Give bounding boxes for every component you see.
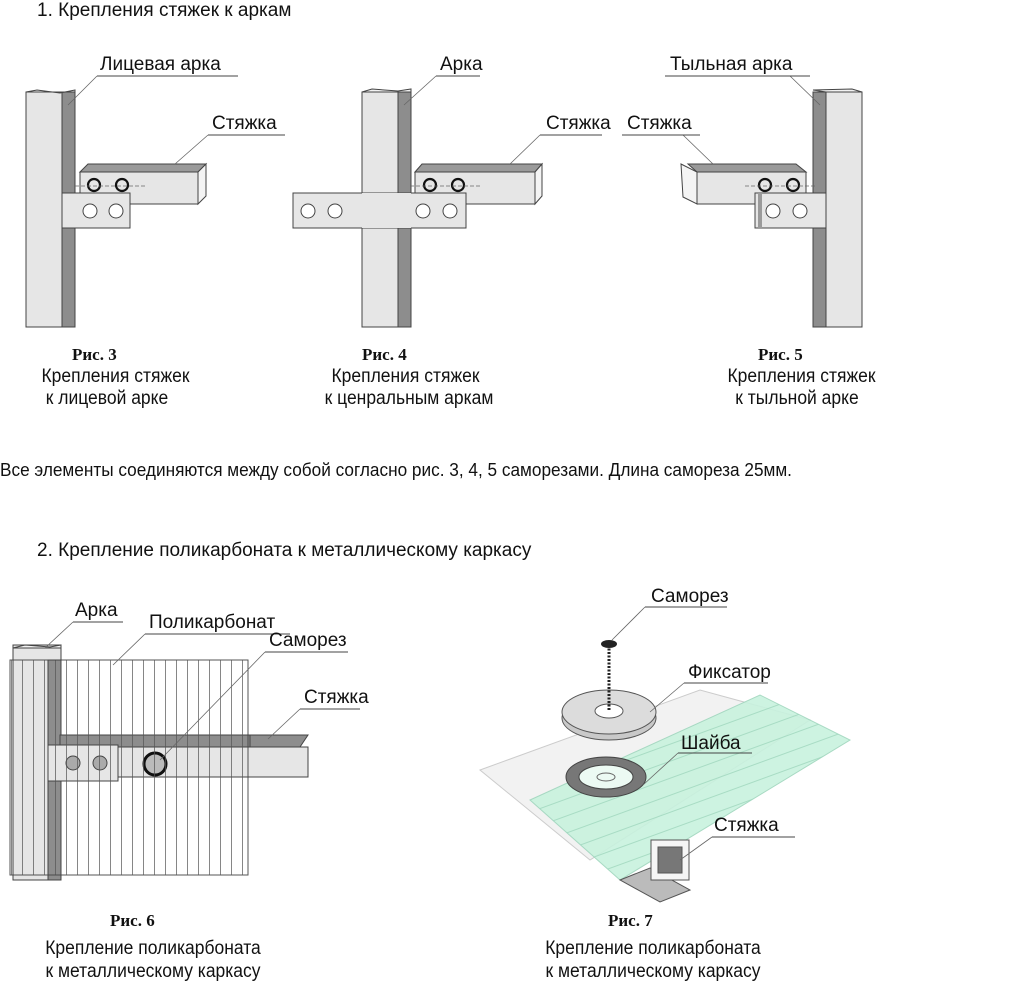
assembly-note: Все элементы соединяются между собой сог… [0,459,792,480]
label-tie-fig6: Стяжка [304,687,369,708]
figure-5-caption-line1: Крепления стяжек [727,366,876,387]
figure-5-caption-line2: к тыльной арке [735,388,859,409]
figure-4-drawing [292,75,602,328]
label-screw-fig6: Саморез [269,630,347,651]
figure-3-number: Рис. 3 [72,345,117,364]
label-front-arch: Лицевая арка [100,54,221,75]
figure-7-drawing [479,606,852,903]
figure-6-drawing [9,621,360,881]
figure-4-number: Рис. 4 [362,345,407,364]
figure-4-caption-line2: к ценральным аркам [324,388,494,409]
label-screw-fig7: Саморез [651,586,729,607]
figure-7-number: Рис. 7 [608,911,653,930]
figure-4-caption-line1: Крепления стяжек [331,366,480,387]
figure-6-number: Рис. 6 [110,911,155,930]
label-polycarbonate: Поликарбонат [149,612,276,633]
label-arch-fig6: Арка [75,600,118,621]
label-washer: Шайба [681,733,741,754]
figure-3-drawing [25,75,285,328]
figure-5-number: Рис. 5 [758,345,803,364]
figure-5-drawing [622,75,863,328]
figure-6-caption-line2: к металлическому каркасу [45,961,261,982]
figure-3-caption-line2: к лицевой арке [45,388,169,409]
label-tie-fig4: Стяжка [546,113,611,134]
figure-7-caption-line1: Крепление поликарбоната [545,938,761,959]
section-1-title: 1. Крепления стяжек к аркам [37,0,292,21]
figure-3-caption-line1: Крепления стяжек [41,366,190,387]
label-tie-fig5: Стяжка [627,113,692,134]
label-tie-fig7: Стяжка [714,815,779,836]
figure-7-caption-line2: к металлическому каркасу [545,961,761,982]
polycarbonate-sheet [9,659,249,876]
label-tie-fig3: Стяжка [212,113,277,134]
label-fixator: Фиксатор [688,662,771,683]
front-arch-face [25,91,63,328]
label-arch-fig4: Арка [440,54,483,75]
label-rear-arch: Тыльная арка [670,54,793,75]
section-2-title: 2. Крепление поликарбоната к металлическ… [37,540,532,561]
figure-6-caption-line1: Крепление поликарбоната [45,938,261,959]
